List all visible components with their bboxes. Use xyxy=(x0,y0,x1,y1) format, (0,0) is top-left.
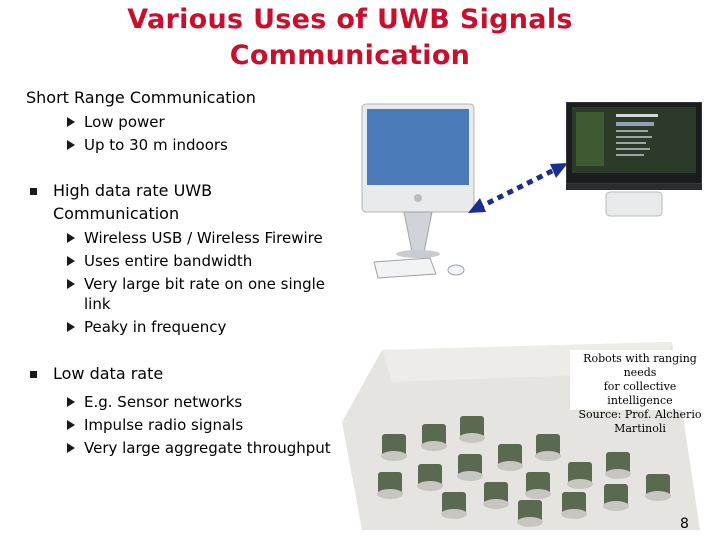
bullet-peaky: Peaky in frequency xyxy=(84,318,227,336)
wireless-link-arrow xyxy=(468,163,568,213)
section-heading-short-range: Short Range Communication xyxy=(26,88,256,107)
bullet-square-icon xyxy=(30,371,37,378)
robots-photo xyxy=(342,342,700,530)
bullet-arrow-icon xyxy=(67,233,75,243)
bullet-arrow-icon xyxy=(67,443,75,453)
bullet-range: Up to 30 m indoors xyxy=(84,136,228,154)
caption-line-4: Martinoli xyxy=(614,422,666,435)
bullet-throughput: Very large aggregate throughput xyxy=(84,439,331,457)
slide-title-line-2: Communication xyxy=(229,40,471,71)
caption-line-3: Source: Prof. Alcherio xyxy=(578,408,702,421)
bullet-impulse: Impulse radio signals xyxy=(84,416,244,434)
bullet-arrow-icon xyxy=(67,140,75,150)
robots-caption: Robots with ranging needs for collective… xyxy=(570,352,710,436)
slide-title-line-1: Various Uses of UWB Signals xyxy=(127,4,573,35)
caption-line-2: for collective intelligence xyxy=(603,380,677,407)
bullet-bandwidth: Uses entire bandwidth xyxy=(84,252,253,270)
page-number: 8 xyxy=(680,516,689,532)
bullet-sensor: E.g. Sensor networks xyxy=(84,393,243,411)
caption-line-1: Robots with ranging needs xyxy=(583,352,697,379)
bullet-wireless-usb: Wireless USB / Wireless Firewire xyxy=(84,229,323,247)
bullet-low-power: Low power xyxy=(84,113,165,131)
bullet-arrow-icon xyxy=(67,117,75,127)
computer-image xyxy=(361,103,475,279)
section-heading-high-rate-1: High data rate UWB xyxy=(53,181,213,200)
bullet-arrow-icon xyxy=(67,279,75,289)
bullet-arrow-icon xyxy=(67,397,75,407)
section-heading-high-rate-2: Communication xyxy=(53,204,180,223)
bullet-bit-rate: Very large bit rate on one single xyxy=(84,275,326,293)
bullet-square-icon xyxy=(30,188,37,195)
bullet-bit-rate-cont: link xyxy=(84,295,111,313)
bullet-arrow-icon xyxy=(67,256,75,266)
bullet-arrow-icon xyxy=(67,322,75,332)
bullet-arrow-icon xyxy=(67,420,75,430)
tv-image xyxy=(566,102,702,217)
section-heading-low-rate: Low data rate xyxy=(53,364,164,383)
